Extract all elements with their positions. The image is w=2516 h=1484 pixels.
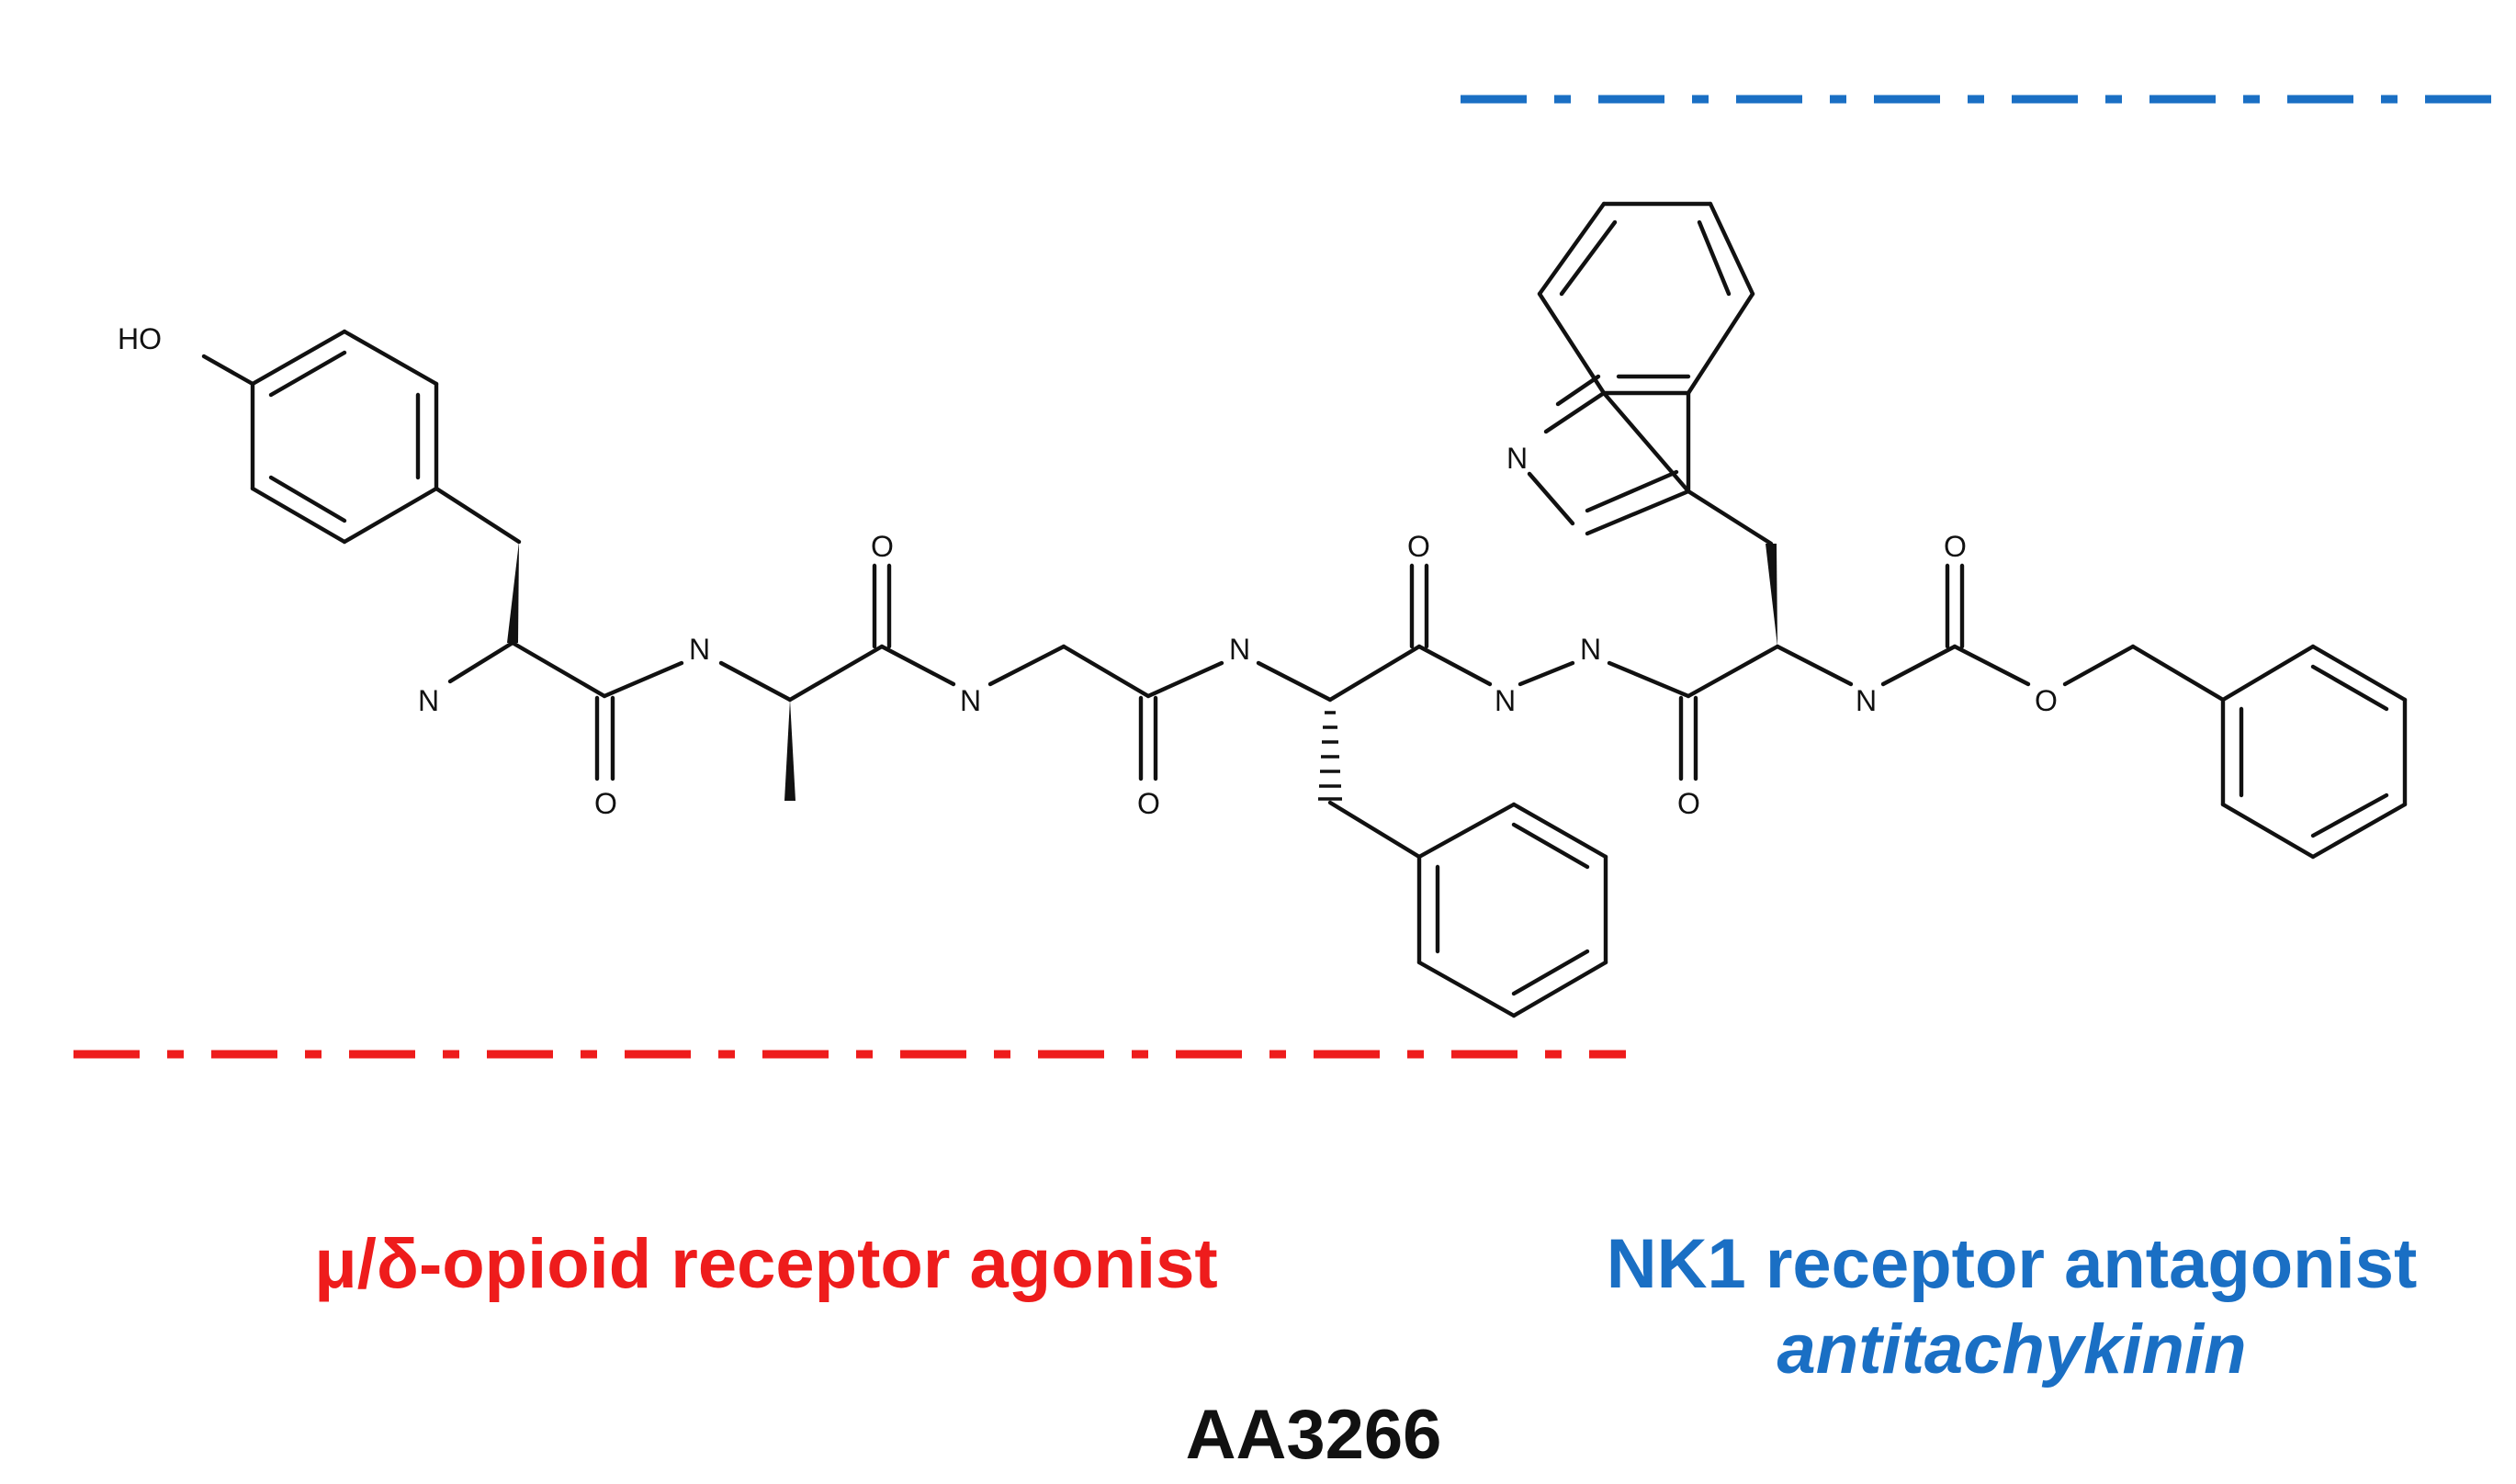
amine-n-label: N (418, 684, 439, 717)
ala-carbonyl-o-label: O (871, 530, 894, 563)
hydrazide-n1-label: N (1495, 684, 1516, 717)
nk1-antagonist-label: NK1 receptor antagonist (1607, 1225, 2418, 1303)
atom-labels: HO N O N O N O N O N N O N N O O (118, 322, 2058, 820)
cbz-carbonyl-o-label: O (1944, 530, 1967, 563)
gly-carbonyl-o-label: O (1137, 787, 1160, 820)
phe-n-label: N (1229, 633, 1250, 666)
compound-name: AA3266 (1186, 1396, 1442, 1474)
opioid-agonist-label: μ/δ-opioid receptor agonist (314, 1225, 1218, 1303)
antitachykinin-label: antitachykinin (1777, 1310, 2247, 1388)
hydroxyl-label: HO (118, 322, 162, 355)
indole-n-label: N (1506, 442, 1528, 475)
hydrazide-n2-label: N (1580, 633, 1601, 666)
cbz-ester-o-label: O (2035, 684, 2058, 717)
ala-n-label: N (689, 633, 710, 666)
cbz-n-label: N (1856, 684, 1877, 717)
tyr-carbonyl-o-label: O (594, 787, 617, 820)
phe-carbonyl-o-label: O (1407, 530, 1430, 563)
chemical-bonds (201, 201, 2408, 1018)
trp-carbonyl-o-label: O (1677, 787, 1700, 820)
gly-n-label: N (960, 684, 981, 717)
